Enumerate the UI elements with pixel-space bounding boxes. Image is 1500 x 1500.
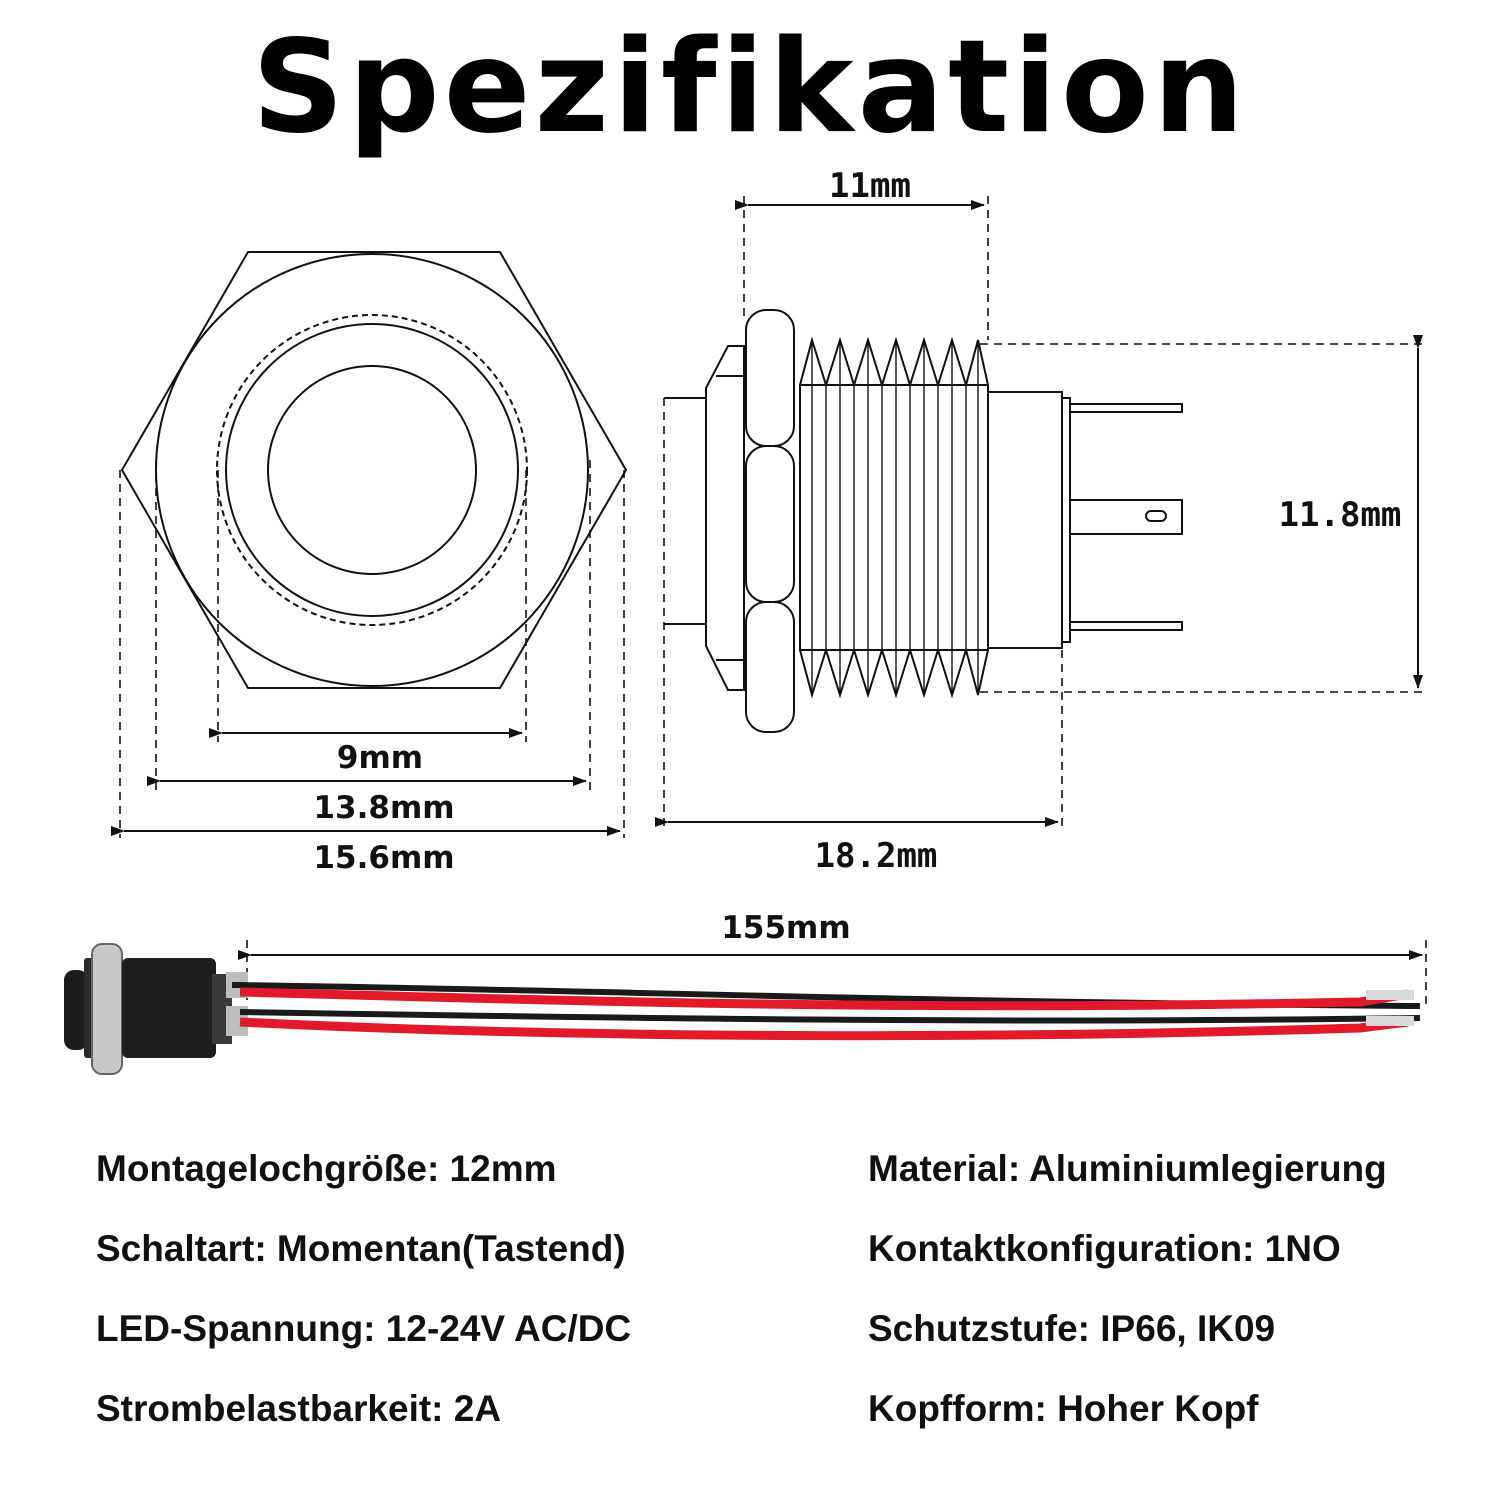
bezel-circle bbox=[155, 253, 589, 687]
spec-switch-type: Schaltart: Momentan(Tastend) bbox=[96, 1228, 626, 1269]
lens-circle bbox=[267, 365, 477, 575]
spec-mounting-hole: Montagelochgröße: 12mm bbox=[96, 1148, 557, 1189]
dim-label-15-6mm: 15.6mm bbox=[313, 840, 454, 876]
wire-red-bottom bbox=[239, 1017, 1409, 1041]
dim-label-155mm: 155mm bbox=[721, 910, 850, 946]
spec-protection: Schutzstufe: IP66, IK09 bbox=[868, 1308, 1276, 1349]
terminal-mid bbox=[1069, 499, 1183, 535]
wire-red-top bbox=[239, 987, 1409, 1011]
dim-label-18-2mm: 18.2mm bbox=[815, 836, 938, 876]
thread-profile-bottom bbox=[799, 646, 989, 699]
spec-head-shape: Kopfform: Hoher Kopf bbox=[868, 1388, 1259, 1429]
side-nut-bot bbox=[745, 601, 795, 733]
hex-nut-outline bbox=[120, 251, 628, 689]
terminal-base bbox=[1061, 397, 1071, 643]
dim-label-11-8mm: 11.8mm bbox=[1279, 495, 1402, 535]
dim-label-9mm: 9mm bbox=[337, 740, 423, 776]
side-nut-top bbox=[745, 309, 795, 447]
spec-led-voltage: LED-Spannung: 12-24V AC/DC bbox=[96, 1308, 632, 1349]
dim-label-13-8mm: 13.8mm bbox=[313, 790, 454, 826]
spec-contact: Kontaktkonfiguration: 1NO bbox=[868, 1228, 1341, 1269]
switch-nut bbox=[91, 943, 123, 1075]
thread-profile-top bbox=[799, 336, 989, 389]
wired-switch bbox=[64, 940, 1427, 1075]
wire-black-bottom bbox=[239, 1009, 1421, 1024]
terminal-bottom bbox=[1069, 621, 1183, 631]
switch-cap bbox=[64, 970, 88, 1050]
side-nut-mid bbox=[745, 445, 795, 603]
thread-body bbox=[799, 384, 989, 651]
head-bezel bbox=[705, 345, 745, 691]
switch-body bbox=[122, 958, 216, 1058]
front-view bbox=[111, 251, 628, 838]
ring-circle bbox=[225, 323, 519, 617]
spec-current: Strombelastbarkeit: 2A bbox=[96, 1388, 502, 1429]
rear-housing bbox=[987, 391, 1063, 649]
lens-cap bbox=[664, 397, 707, 625]
ring-dashed-circle bbox=[216, 314, 528, 626]
side-view bbox=[655, 196, 1424, 830]
terminal-top bbox=[1069, 403, 1183, 413]
dim-label-11mm: 11mm bbox=[829, 166, 911, 206]
page-title: Spezifikation bbox=[251, 13, 1249, 162]
spec-material: Material: Aluminiumlegierung bbox=[868, 1148, 1387, 1189]
